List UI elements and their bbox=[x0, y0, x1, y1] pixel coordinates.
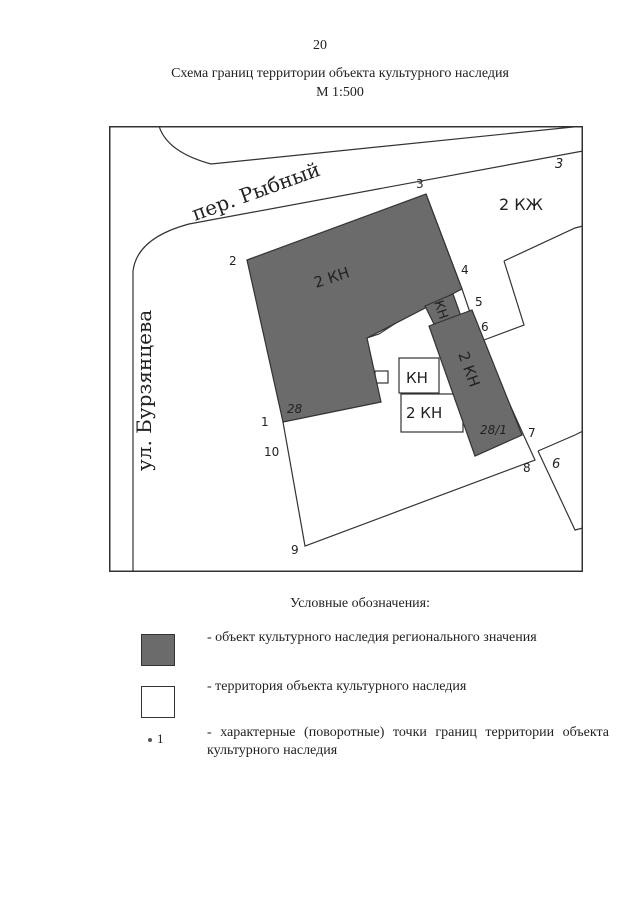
label-2kzh: 2 КЖ bbox=[499, 195, 543, 214]
legend-point-number: 1 bbox=[157, 731, 164, 746]
legend-item-points: - характерные (поворотные) точки границ … bbox=[207, 725, 609, 758]
legend-point-sample: 1 bbox=[148, 731, 164, 747]
outbuilding-kn bbox=[398, 357, 440, 394]
label-small-kn: КН bbox=[430, 299, 450, 322]
point-3: 3 bbox=[416, 177, 424, 191]
title-scale: М 1:500 bbox=[316, 85, 364, 100]
point-2: 2 bbox=[229, 254, 237, 268]
street-edge-top bbox=[158, 126, 583, 165]
legend-item-territory: - территория объекта культурного наследи… bbox=[207, 679, 467, 694]
label-2kn-white: 2 КН bbox=[406, 404, 442, 422]
boundary-map: 2 КН КН 2 КН КН 2 КН 2 КЖ 28 28/1 3 6 пе… bbox=[109, 126, 583, 572]
legend-item-heritage: - объект культурного наследия региональн… bbox=[207, 630, 537, 645]
neighbor-plot-kzh bbox=[503, 225, 583, 262]
house-number-28: 28 bbox=[287, 402, 303, 416]
point-dot-icon bbox=[148, 738, 152, 743]
point-1: 1 bbox=[261, 415, 269, 429]
legend-heading: Условные обозначения: bbox=[289, 596, 431, 611]
point-8: 8 bbox=[523, 461, 531, 475]
point-6: 6 bbox=[481, 320, 489, 334]
label-kn-white: КН bbox=[406, 369, 428, 387]
heritage-main-building bbox=[246, 193, 463, 423]
heritage-strip-building bbox=[428, 309, 523, 457]
point-4: 4 bbox=[461, 263, 469, 277]
neighbor-plot-kzh-right bbox=[483, 260, 525, 341]
point-10: 10 bbox=[264, 445, 279, 459]
house-number-28-1: 28/1 bbox=[480, 423, 507, 437]
document-title: Схема границ территории объекта культурн… bbox=[0, 64, 640, 102]
point-9: 9 bbox=[291, 543, 299, 557]
point-5: 5 bbox=[475, 295, 483, 309]
street-edge-left bbox=[132, 150, 583, 572]
title-line-1: Схема границ территории объекта культурн… bbox=[171, 66, 509, 81]
house-number-3: 3 bbox=[555, 157, 563, 172]
heritage-buildings bbox=[246, 193, 523, 457]
page-number: 20 bbox=[313, 38, 327, 53]
street-burzyantseva: ул. Бурзянцева bbox=[132, 310, 156, 471]
house-number-6: 6 bbox=[552, 457, 560, 472]
territory-boundary bbox=[282, 421, 536, 547]
neighbor-plot-6 bbox=[537, 430, 583, 531]
point-7: 7 bbox=[528, 426, 536, 440]
legend-swatch-territory bbox=[141, 686, 175, 718]
legend-swatch-heritage bbox=[141, 634, 175, 666]
